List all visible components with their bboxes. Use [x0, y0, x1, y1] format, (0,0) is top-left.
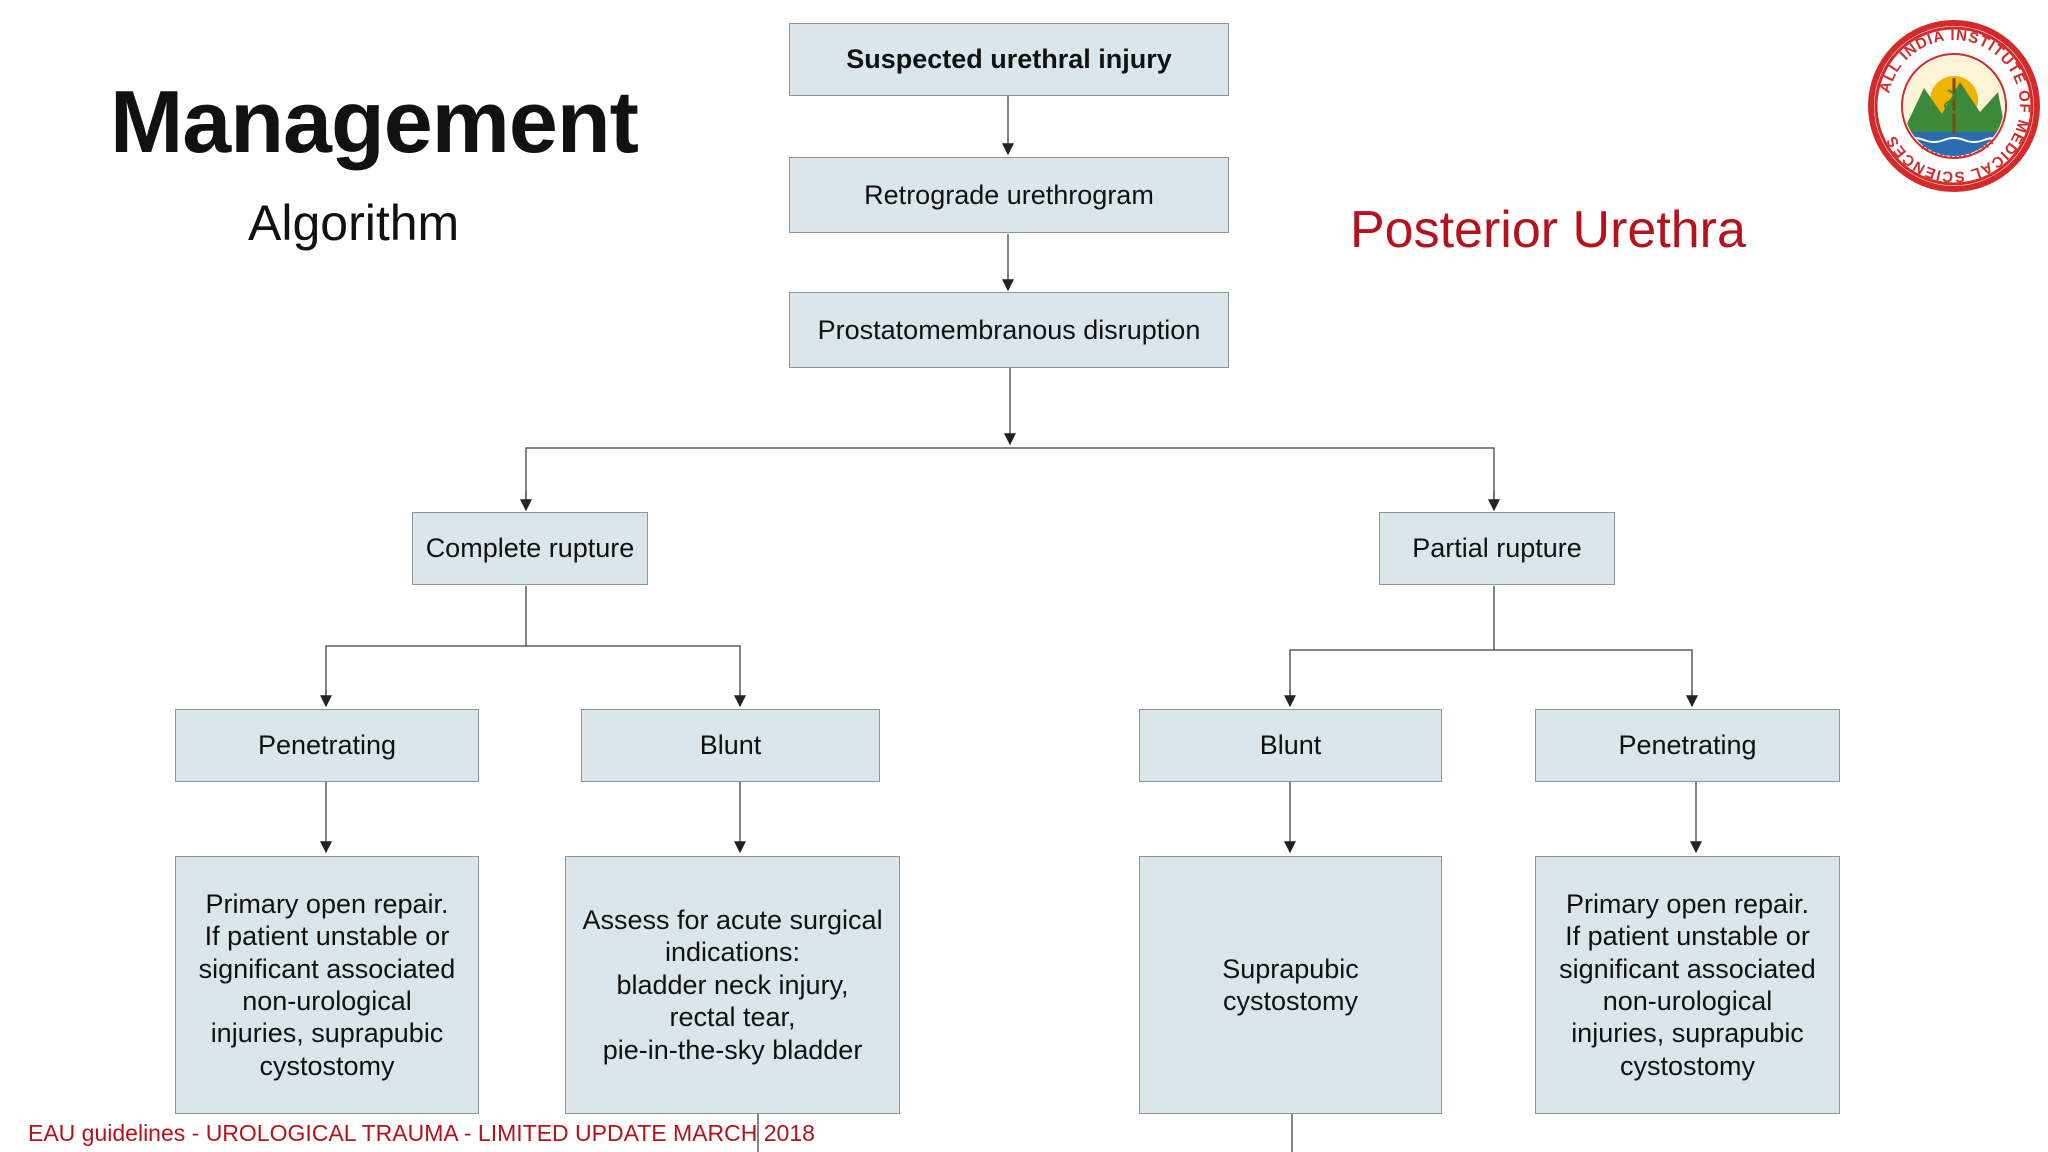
node-complete-blunt: Blunt: [581, 709, 880, 782]
node-partial-penetrating: Penetrating: [1535, 709, 1840, 782]
complete-split-line: [325, 645, 741, 706]
node-complete-rupture: Complete rupture: [412, 512, 648, 585]
node-partial-penetrating-action: Primary open repair. If patient unstable…: [1535, 856, 1840, 1114]
node-complete-blunt-action: Assess for acute surgical indications: b…: [565, 856, 900, 1114]
section-title: Posterior Urethra: [1350, 201, 1746, 259]
institute-seal-icon: ALL INDIA INSTITUTE OF MEDICAL SCIENCES …: [1868, 20, 2040, 192]
node-complete-penetrating-action: Primary open repair. If patient unstable…: [175, 856, 479, 1114]
node-retrograde-urethrogram: Retrograde urethrogram: [789, 157, 1229, 233]
node-complete-penetrating: Penetrating: [175, 709, 479, 782]
node-prostatomembranous-disruption: Prostatomembranous disruption: [789, 292, 1229, 368]
node-partial-blunt-action: Suprapubic cystostomy: [1139, 856, 1442, 1114]
footer-citation: EAU guidelines - UROLOGICAL TRAUMA - LIM…: [28, 1120, 815, 1146]
partial-split-line: [1289, 649, 1693, 706]
node-partial-blunt: Blunt: [1139, 709, 1442, 782]
node-suspected-urethral-injury: Suspected urethral injury: [789, 23, 1229, 96]
branch-split-line: [525, 447, 1495, 510]
slide-subtitle: Algorithm: [248, 195, 460, 251]
node-partial-rupture: Partial rupture: [1379, 512, 1615, 585]
slide-title: Management: [110, 72, 639, 171]
